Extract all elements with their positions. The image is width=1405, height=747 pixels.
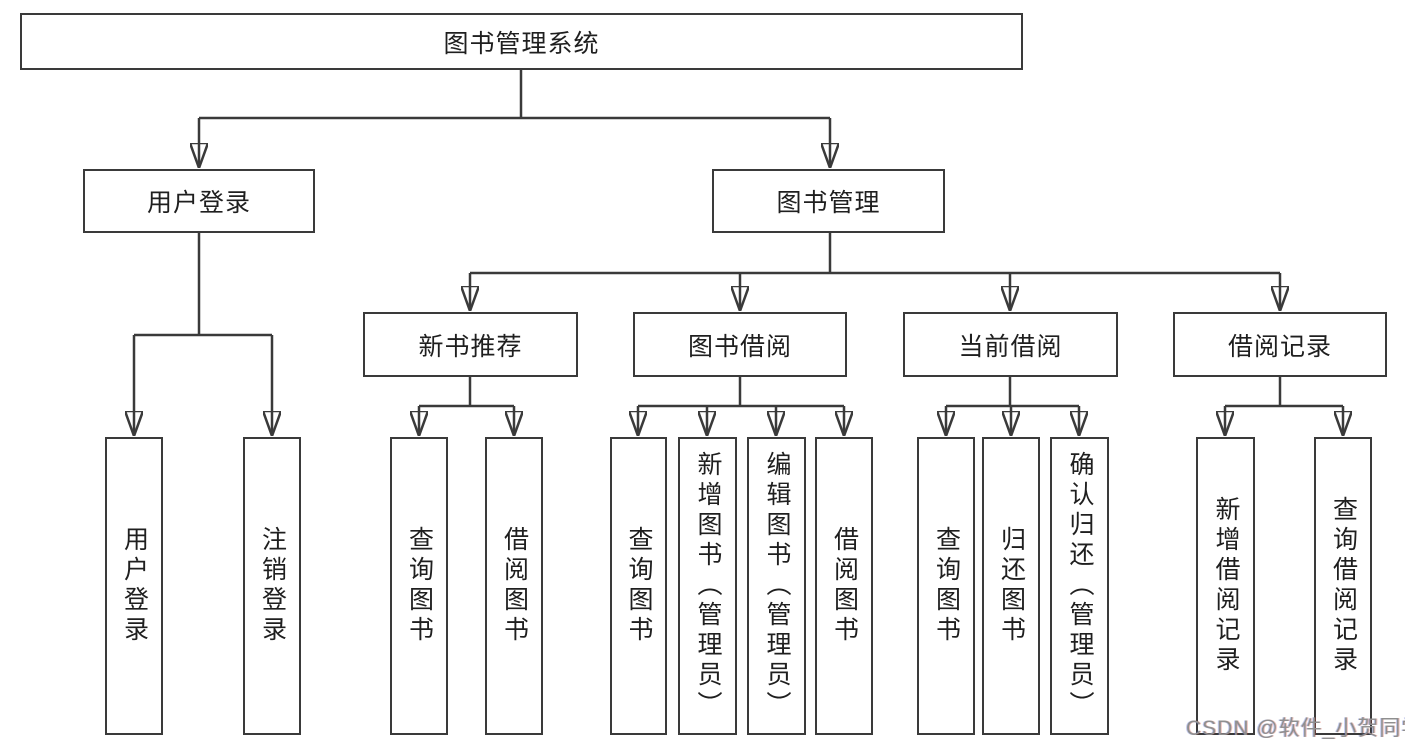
node-label: 当前借阅 [958, 332, 1063, 361]
node-label: 新增图书（管理员） [694, 451, 722, 721]
node-label: 新书推荐 [418, 332, 523, 361]
node-label: 归还图书 [997, 526, 1026, 646]
csdn-watermark: CSDN @软件_小贺同学 [1186, 717, 1405, 740]
leaf-recommendation-query-books: 查询图书 [390, 437, 448, 735]
node-user-login-branch: 用户登录 [83, 169, 315, 233]
node-label: 借阅图书 [500, 526, 529, 646]
node-borrowing-records: 借阅记录 [1173, 312, 1387, 377]
node-label: 查询图书 [932, 526, 961, 646]
node-label: 借阅记录 [1227, 332, 1332, 361]
leaf-borrowing-borrow-books: 借阅图书 [815, 437, 873, 735]
node-label: 查询借阅记录 [1329, 496, 1358, 676]
leaf-query-borrow-record: 查询借阅记录 [1314, 437, 1372, 735]
node-label: 查询图书 [625, 526, 653, 646]
node-library-management-system: 图书管理系统 [20, 13, 1023, 70]
node-label: 新增借阅记录 [1212, 496, 1240, 676]
node-label: 注销登录 [258, 526, 287, 646]
node-label: 确认归还（管理员） [1066, 451, 1094, 721]
leaf-logout: 注销登录 [243, 437, 301, 735]
leaf-user-login: 用户登录 [105, 437, 163, 735]
node-label: 图书管理系统 [443, 29, 600, 58]
node-label: 查询图书 [405, 526, 434, 646]
leaf-recommendation-borrow-books: 借阅图书 [485, 437, 543, 735]
node-book-management: 图书管理 [712, 169, 945, 233]
leaf-add-borrow-record: 新增借阅记录 [1196, 437, 1255, 735]
leaf-return-books: 归还图书 [982, 437, 1040, 735]
node-label: 编辑图书（管理员） [763, 451, 791, 721]
leaf-confirm-return-admin: 确认归还（管理员） [1050, 437, 1109, 735]
leaf-edit-books-admin: 编辑图书（管理员） [747, 437, 806, 735]
node-book-borrowing: 图书借阅 [633, 312, 847, 377]
node-new-book-recommendation: 新书推荐 [363, 312, 578, 377]
node-label: 图书借阅 [687, 332, 792, 361]
node-label: 图书管理 [776, 189, 881, 217]
leaf-add-books-admin: 新增图书（管理员） [678, 437, 737, 735]
leaf-borrowing-query-books: 查询图书 [610, 437, 667, 735]
node-label: 用户登录 [146, 189, 251, 217]
node-current-borrowing: 当前借阅 [903, 312, 1118, 377]
leaf-current-query-books: 查询图书 [917, 437, 975, 735]
node-label: 借阅图书 [830, 526, 859, 646]
node-label: 用户登录 [120, 526, 149, 646]
